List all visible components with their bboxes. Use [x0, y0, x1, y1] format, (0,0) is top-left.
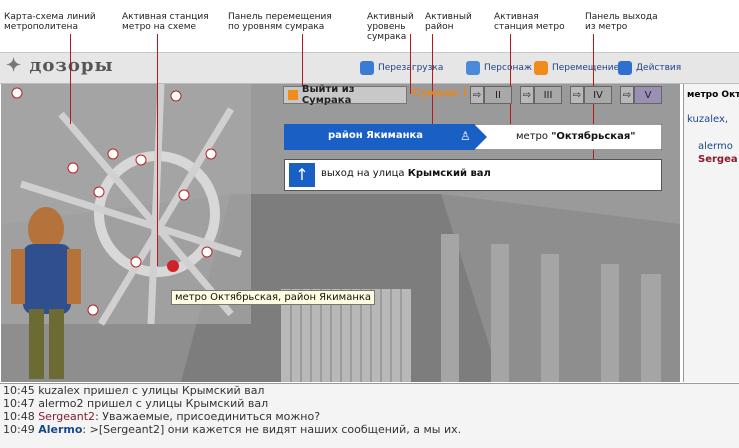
level-arrow-button-5[interactable]: ⇨ — [620, 86, 634, 104]
exit-arrow-icon — [288, 90, 298, 100]
annotation-active-level: Активный уровень сумрака — [367, 12, 414, 42]
annotation-active-metro: Активная станция метро — [494, 12, 565, 32]
logo-text: дозоры — [29, 55, 114, 76]
annotation-map-line — [70, 34, 71, 124]
level-button-5[interactable]: V — [634, 86, 662, 104]
side-panel: метро Окт kuzalex, alermo Sergea — [683, 84, 739, 382]
character-button[interactable]: Персонаж — [466, 60, 532, 76]
reload-button[interactable]: Перезагрузка — [360, 60, 443, 76]
hand-icon — [618, 61, 632, 75]
district-name: район Якиманка — [328, 130, 424, 141]
arrow-icon: ⇨ — [472, 89, 482, 101]
level-button-4[interactable]: IV — [584, 86, 612, 104]
scene-background — [1, 84, 680, 382]
annotation-exit-line — [593, 34, 594, 176]
station-tooltip: метро Октябрьская, район Якиманка — [171, 290, 376, 305]
active-station-marker[interactable] — [167, 260, 179, 272]
chat-line: 10:48 Sergeant2: Уважаемые, присоединить… — [0, 410, 739, 423]
annotation-active-station: Активная станция метро на схеме — [122, 12, 209, 32]
chat-time: 10:49 — [3, 423, 35, 436]
chat-line: 10:47 alermo2 пришел с улицы Крымский ва… — [0, 397, 739, 410]
level-button-3[interactable]: III — [534, 86, 562, 104]
annotation-active-level-line — [410, 34, 411, 94]
chat-text: alermo2 пришел с улицы Крымский вал — [38, 397, 269, 410]
metro-name: "Октябрьская" — [551, 131, 636, 142]
level-button-2[interactable]: II — [484, 86, 512, 104]
side-user-2[interactable]: alermo — [698, 141, 733, 152]
chat-time: 10:45 — [3, 384, 35, 397]
character-label: Персонаж — [484, 63, 532, 73]
app-logo: ✦ дозоры — [6, 55, 114, 76]
move-button[interactable]: Перемещение — [534, 60, 619, 76]
chat-line: 10:45 kuzalex пришел с улицы Крымский ва… — [0, 384, 739, 397]
arrow-icon: ⇨ — [522, 89, 532, 101]
arrow-icon: ⇨ — [622, 89, 632, 101]
active-sumrak-level: Сумрак I — [412, 86, 467, 99]
level-arrow-button-3[interactable]: ⇨ — [520, 86, 534, 104]
character-figure[interactable] — [11, 207, 81, 379]
chat-nick[interactable]: Alermo — [38, 423, 83, 436]
exit-sumrak-label: Выйти из Сумрака — [301, 84, 355, 106]
side-title: метро Окт — [687, 90, 739, 100]
actions-label: Действия — [636, 63, 682, 73]
district-banner — [284, 124, 662, 150]
exit-street: выход на улица Крымский вал — [321, 168, 491, 179]
exit-prefix: выход на улица — [321, 168, 405, 179]
annotation-exit-panel: Панель выхода из метро — [585, 12, 658, 32]
exit-sumrak-button[interactable]: Выйти из Сумрака — [283, 84, 407, 106]
annotation-level-line — [302, 34, 303, 94]
annotation-district-line — [432, 34, 433, 134]
exit-panel[interactable]: ↑ выход на улица Крымский вал — [284, 159, 662, 191]
chat-text: : >[Sergeant2] они кажется не видят наши… — [82, 423, 462, 436]
annotation-station-line — [157, 34, 158, 266]
annotation-active-district: Активный район — [425, 12, 472, 32]
annotation-level-panel: Панель перемещения по уровням сумрака — [228, 12, 332, 32]
side-user-3[interactable]: Sergea — [698, 154, 738, 165]
exit-street-name: Крымский вал — [407, 168, 491, 179]
logo-star-icon: ✦ — [6, 55, 23, 76]
side-user-1[interactable]: kuzalex, — [687, 114, 729, 125]
annotation-map: Карта-схема линий метрополитена — [4, 12, 96, 32]
level-arrow-button-4[interactable]: ⇨ — [570, 86, 584, 104]
chat-line: 10:49 Alermo: >[Sergeant2] они кажется н… — [0, 423, 739, 436]
arrow-icon: ⇨ — [572, 89, 582, 101]
metro-prefix: метро — [516, 131, 548, 142]
chat-time: 10:48 — [3, 410, 35, 423]
up-arrow-icon: ↑ — [289, 163, 315, 187]
chat-time: 10:47 — [3, 397, 35, 410]
person-marker-icon: ♙ — [460, 129, 471, 143]
annotation-metro-line — [510, 34, 511, 136]
chat-text: : Уважаемые, присоединиться можно? — [95, 410, 321, 423]
move-label: Перемещение — [552, 63, 620, 73]
actions-button[interactable]: Действия — [618, 60, 681, 76]
district-panel: район Якиманка ♙ метро "Октябрьская" — [284, 124, 662, 150]
chat-nick[interactable]: Sergeant2 — [38, 410, 96, 423]
person-icon — [466, 61, 480, 75]
running-man-icon — [534, 61, 548, 75]
chat-log: 10:45 kuzalex пришел с улицы Крымский ва… — [0, 383, 739, 448]
level-arrow-button-2[interactable]: ⇨ — [470, 86, 484, 104]
chat-text: kuzalex пришел с улицы Крымский вал — [38, 384, 265, 397]
metro-station[interactable]: метро "Октябрьская" — [516, 131, 635, 142]
reload-icon — [360, 61, 374, 75]
